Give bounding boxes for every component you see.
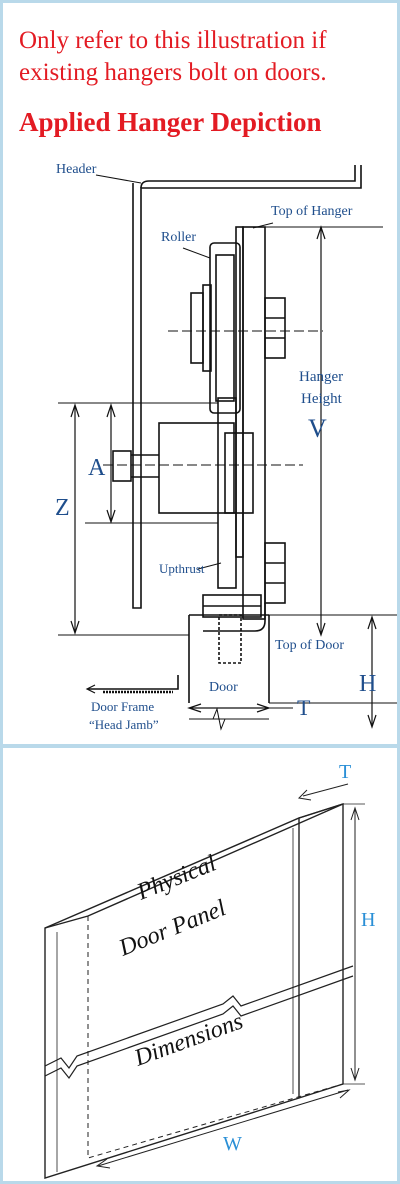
hanger-plate xyxy=(242,226,266,620)
label-door-frame-2: “Head Jamb” xyxy=(89,717,159,732)
label-door-frame-1: Door Frame xyxy=(91,699,154,714)
usage-note-line-2: existing hangers bolt on doors. xyxy=(19,59,327,86)
section-divider xyxy=(0,744,400,748)
label-v: V xyxy=(308,414,327,443)
header-channel-inner xyxy=(140,165,356,189)
door-panel-diagram: Physical Door Panel Dimensions T H W xyxy=(44,761,375,1179)
label-header: Header xyxy=(56,162,97,177)
applied-hanger-panel: Only refer to this illustration if exist… xyxy=(3,3,397,744)
label-upthrust: Upthrust xyxy=(159,561,205,576)
label-door-panel: Door Panel xyxy=(115,895,230,962)
roller-wheel xyxy=(209,242,241,414)
label-z: Z xyxy=(55,495,70,521)
upper-bolt xyxy=(264,297,286,359)
bracket-block xyxy=(158,422,235,514)
label-h: H xyxy=(359,671,376,697)
label-a: A xyxy=(88,455,106,481)
label-top-of-hanger: Top of Hanger xyxy=(271,204,353,219)
label-panel-t: T xyxy=(339,761,351,783)
label-hanger-height-2: Height xyxy=(301,391,343,407)
label-physical: Physical xyxy=(133,850,221,906)
label-door: Door xyxy=(209,680,238,695)
head-jamb-icon xyxy=(88,675,179,690)
label-t: T xyxy=(297,695,311,720)
header-channel xyxy=(132,165,362,609)
label-panel-w: W xyxy=(223,1133,242,1155)
label-dimensions: Dimensions xyxy=(130,1008,246,1072)
door-panel-section: Physical Door Panel Dimensions T H W xyxy=(3,748,397,1181)
usage-note-line-1: Only refer to this illustration if xyxy=(19,27,327,54)
break-band xyxy=(44,965,354,1070)
usage-note: Only refer to this illustration if exist… xyxy=(19,25,391,89)
label-panel-h: H xyxy=(361,909,375,931)
section-heading: Applied Hanger Depiction xyxy=(19,107,322,137)
hanger-diagram: Header Top of Hanger Roller Hanger Heigh… xyxy=(55,162,397,732)
label-top-of-door: Top of Door xyxy=(275,638,344,653)
label-roller: Roller xyxy=(161,230,196,245)
label-hanger-height-1: Hanger xyxy=(299,369,343,385)
